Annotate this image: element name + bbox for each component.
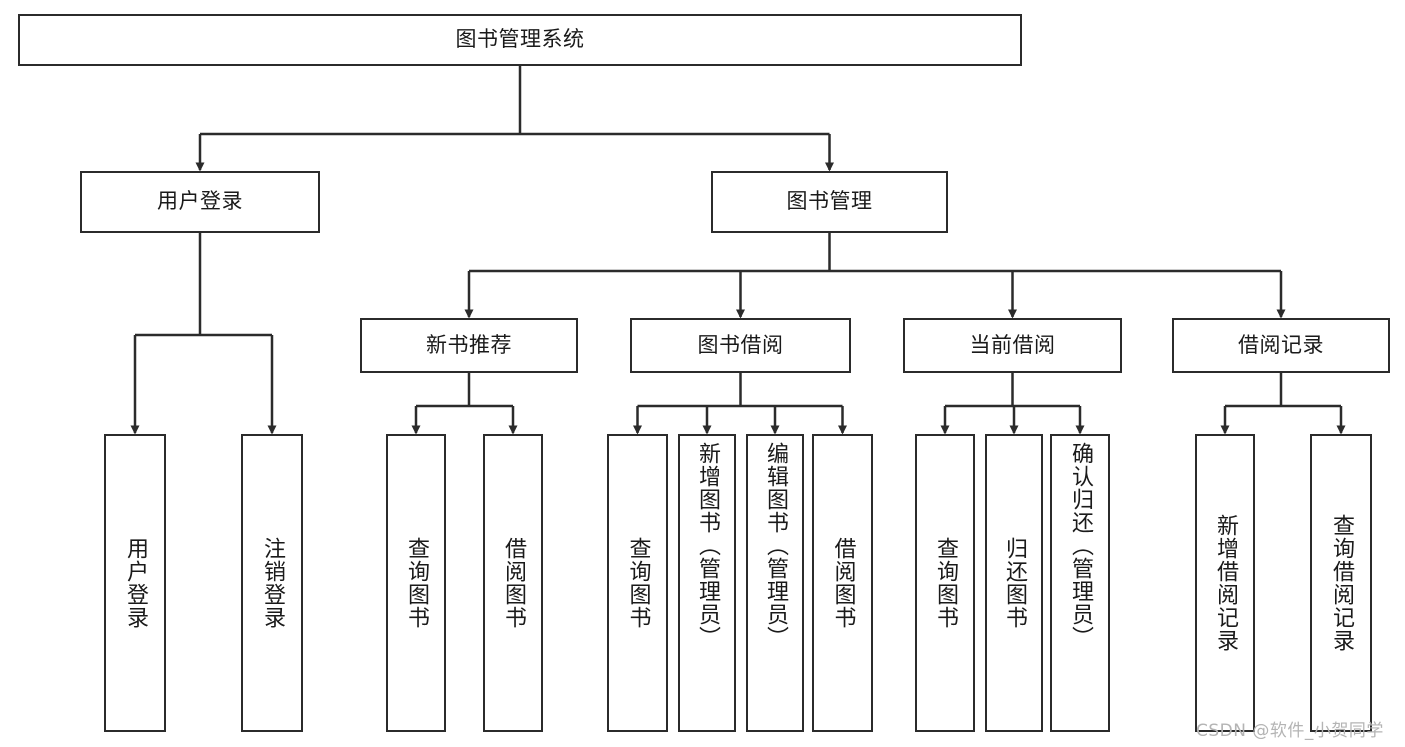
- node-label-leaf-query-book-1: 查询图书: [403, 537, 429, 629]
- node-label-leaf-user-login: 用户登录: [122, 537, 148, 629]
- node-label-leaf-edit-book: 编辑图书（管理员）: [762, 442, 788, 649]
- node-root[interactable]: 图书管理系统: [18, 14, 1022, 66]
- node-label-leaf-user-logout: 注销登录: [259, 537, 285, 629]
- node-leaf-add-borrow-record[interactable]: 新增借阅记录: [1195, 434, 1255, 732]
- node-leaf-confirm-return[interactable]: 确认归还（管理员）: [1050, 434, 1110, 732]
- node-label-leaf-add-borrow-record: 新增借阅记录: [1212, 514, 1238, 652]
- node-label-leaf-add-book: 新增图书（管理员）: [694, 442, 720, 649]
- node-label-leaf-return-book: 归还图书: [1001, 537, 1027, 629]
- node-borrow-record[interactable]: 借阅记录: [1172, 318, 1390, 373]
- node-leaf-query-book-3[interactable]: 查询图书: [915, 434, 975, 732]
- node-label-book-borrow: 图书借阅: [697, 332, 784, 357]
- node-leaf-borrow-book-1[interactable]: 借阅图书: [483, 434, 543, 732]
- node-leaf-add-book[interactable]: 新增图书（管理员）: [678, 434, 736, 732]
- node-leaf-user-login[interactable]: 用户登录: [104, 434, 166, 732]
- node-label-borrow-record: 借阅记录: [1238, 332, 1324, 357]
- node-label-leaf-confirm-return: 确认归还（管理员）: [1067, 442, 1093, 649]
- node-label-leaf-borrow-book-2: 借阅图书: [830, 537, 856, 629]
- node-leaf-query-book-1[interactable]: 查询图书: [386, 434, 446, 732]
- node-new-book-recommend[interactable]: 新书推荐: [360, 318, 578, 373]
- node-user-login[interactable]: 用户登录: [80, 171, 320, 233]
- node-label-leaf-query-borrow-record: 查询借阅记录: [1328, 514, 1354, 652]
- node-label-current-borrow: 当前借阅: [969, 332, 1056, 357]
- node-label-book-manage: 图书管理: [786, 189, 873, 214]
- node-current-borrow[interactable]: 当前借阅: [903, 318, 1122, 373]
- node-label-user-login: 用户登录: [157, 189, 243, 214]
- node-book-manage[interactable]: 图书管理: [711, 171, 948, 233]
- node-leaf-edit-book[interactable]: 编辑图书（管理员）: [746, 434, 804, 732]
- node-label-leaf-query-book-2: 查询图书: [625, 537, 651, 629]
- node-book-borrow[interactable]: 图书借阅: [630, 318, 851, 373]
- node-label-leaf-borrow-book-1: 借阅图书: [500, 537, 526, 629]
- node-leaf-query-borrow-record[interactable]: 查询借阅记录: [1310, 434, 1372, 732]
- node-label-new-book-recommend: 新书推荐: [426, 332, 512, 357]
- node-label-root: 图书管理系统: [455, 27, 585, 52]
- node-leaf-borrow-book-2[interactable]: 借阅图书: [812, 434, 873, 732]
- node-leaf-return-book[interactable]: 归还图书: [985, 434, 1043, 732]
- node-leaf-query-book-2[interactable]: 查询图书: [607, 434, 668, 732]
- node-label-leaf-query-book-3: 查询图书: [932, 537, 958, 629]
- node-leaf-user-logout[interactable]: 注销登录: [241, 434, 303, 732]
